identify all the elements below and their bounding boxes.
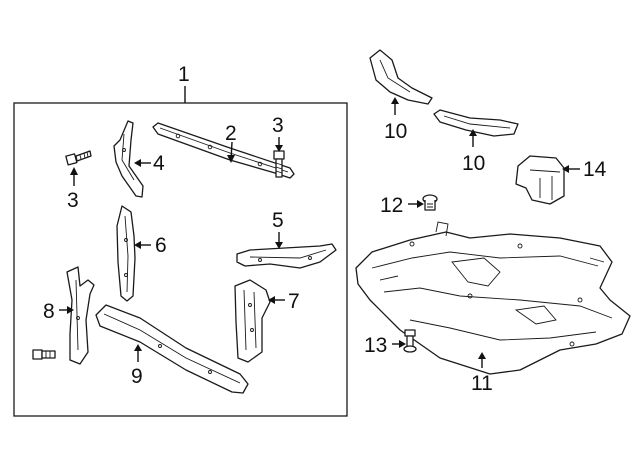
arrow-5 xyxy=(275,242,283,249)
callout-5: 5 xyxy=(272,209,284,232)
callout-14: 14 xyxy=(583,158,607,181)
bolt-small xyxy=(32,349,56,360)
callout-3a: 3 xyxy=(272,114,284,137)
upper-tie-bar xyxy=(152,122,295,179)
arrow-7 xyxy=(268,296,275,304)
callout-8: 8 xyxy=(43,300,55,323)
callout-10b: 10 xyxy=(462,152,485,175)
bolt-3-upper xyxy=(273,150,285,178)
arrow-10a xyxy=(391,97,399,104)
callout-9: 9 xyxy=(131,365,143,388)
arrow-12 xyxy=(417,200,424,208)
assembly-frame xyxy=(13,102,348,417)
callout-12: 12 xyxy=(380,194,403,217)
arrow-8 xyxy=(67,306,74,314)
callout-3b: 3 xyxy=(67,189,79,212)
arrow-11 xyxy=(478,352,486,359)
lower-bracket-8 xyxy=(66,266,95,365)
side-member-7 xyxy=(234,279,271,363)
arrow-6 xyxy=(134,241,141,249)
callout-7: 7 xyxy=(288,290,300,313)
callout-11: 11 xyxy=(471,372,493,395)
vertical-support-6 xyxy=(116,205,136,302)
arrow-3a xyxy=(275,145,283,152)
arrow-4 xyxy=(134,159,141,167)
lower-tie-bar-9 xyxy=(95,304,249,394)
callout-6: 6 xyxy=(155,234,167,257)
lower-tie-5 xyxy=(236,243,337,269)
module-14 xyxy=(515,155,565,205)
side-bracket-4 xyxy=(113,120,144,198)
arrow-10b xyxy=(469,129,477,136)
under-cover-11 xyxy=(355,221,631,375)
callout-2: 2 xyxy=(225,122,237,145)
bolt-3-lower xyxy=(65,150,92,166)
callout-1: 1 xyxy=(178,63,190,86)
clip-12 xyxy=(422,194,438,211)
callout-4: 4 xyxy=(153,152,165,175)
arrow-14 xyxy=(562,165,569,173)
arrow-3b xyxy=(70,167,78,175)
arrow-2 xyxy=(227,155,235,163)
splash-guard-10-lower xyxy=(433,109,519,137)
arrow-13 xyxy=(399,340,406,348)
arrow-9 xyxy=(134,344,142,351)
bolt-13 xyxy=(403,329,417,353)
callout-10a: 10 xyxy=(384,120,407,143)
splash-guard-10-upper xyxy=(369,49,433,105)
callout-13: 13 xyxy=(364,334,387,357)
